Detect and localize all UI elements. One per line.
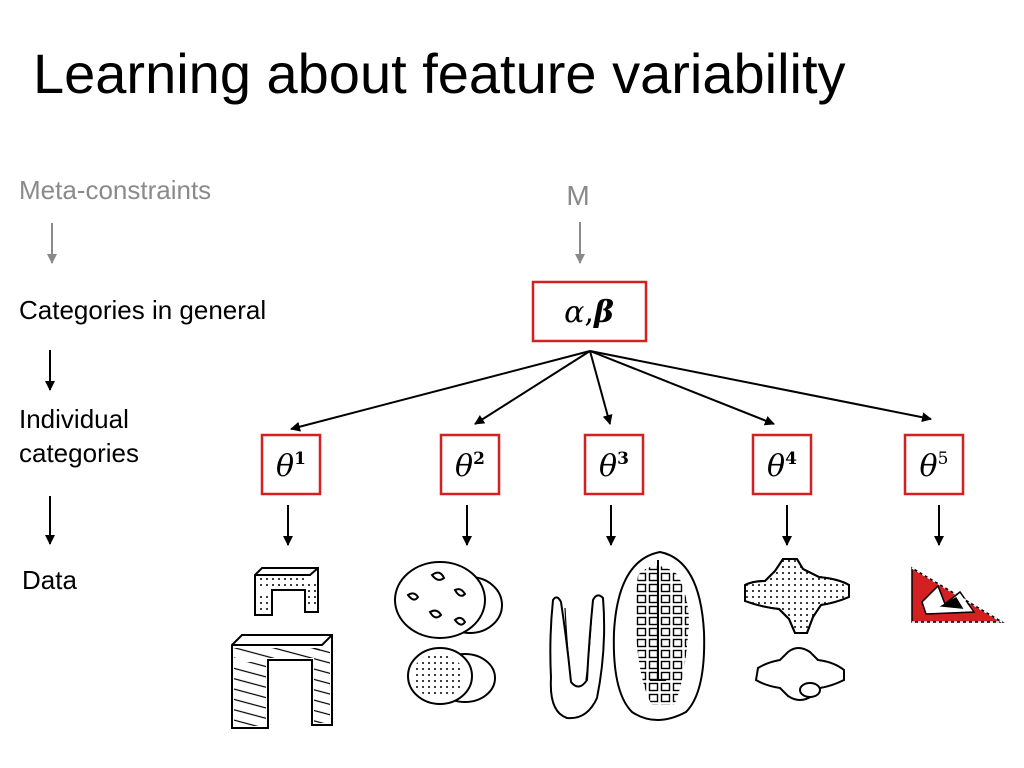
theta-index-1: 1: [294, 449, 306, 469]
level-individual-categories: Individual categories: [19, 402, 219, 470]
svg-text:θ4: θ4: [767, 449, 797, 484]
theta-symbol-3: θ: [599, 449, 617, 484]
fan-arrow-4: [589, 350, 775, 426]
alpha-symbol: α: [564, 295, 584, 330]
level-individual-line2: categories: [19, 438, 139, 468]
theta-box-3: θ3: [583, 433, 645, 496]
comma-symbol: ,: [584, 295, 594, 330]
u-and-grid-objects-icon: [549, 550, 706, 721]
theta-index-4: 4: [785, 449, 797, 469]
theta-symbol-1: θ: [276, 449, 294, 484]
theta-index-2: 2: [473, 449, 485, 469]
fan-arrow-2: [474, 350, 591, 425]
theta-box-4: θ4: [751, 433, 813, 496]
theta-box-5: θ5: [903, 433, 965, 496]
theta-symbol-4: θ: [767, 449, 785, 484]
level-meta-constraints: Meta-constraints: [19, 175, 212, 205]
fan-arrow-1: [290, 350, 591, 432]
hyperparameter-box: [531, 280, 648, 343]
red-triangle-icon: [911, 566, 1005, 623]
theta-box-2: θ2: [439, 433, 501, 496]
slide-title: Learning about feature variability: [33, 42, 846, 105]
theta-symbol-2: θ: [455, 449, 473, 484]
theta-index-5: 5: [938, 449, 949, 469]
fan-arrow-5: [589, 350, 932, 423]
level-categories-in-general: Categories in general: [19, 295, 267, 325]
theta-index-3: 3: [617, 449, 629, 469]
fan-arrow-3: [589, 350, 613, 425]
svg-text:θ3: θ3: [599, 449, 629, 484]
beta-symbol: β: [593, 295, 614, 330]
m-label: M: [566, 180, 589, 211]
stacked-u-blocks-icon: [231, 567, 333, 729]
rounded-cross-objects-icon: [744, 558, 850, 701]
svg-text:θ2: θ2: [455, 449, 485, 484]
level-individual-line1: Individual: [19, 404, 129, 434]
theta-symbol-5: θ: [920, 449, 938, 484]
cookies-icon: [394, 561, 503, 705]
theta-box-1: θ1: [260, 433, 322, 496]
hyperparameter-label: α,β: [564, 295, 614, 330]
svg-text:θ1: θ1: [276, 449, 306, 484]
level-data: Data: [22, 565, 77, 595]
svg-text:θ5: θ5: [920, 449, 949, 484]
